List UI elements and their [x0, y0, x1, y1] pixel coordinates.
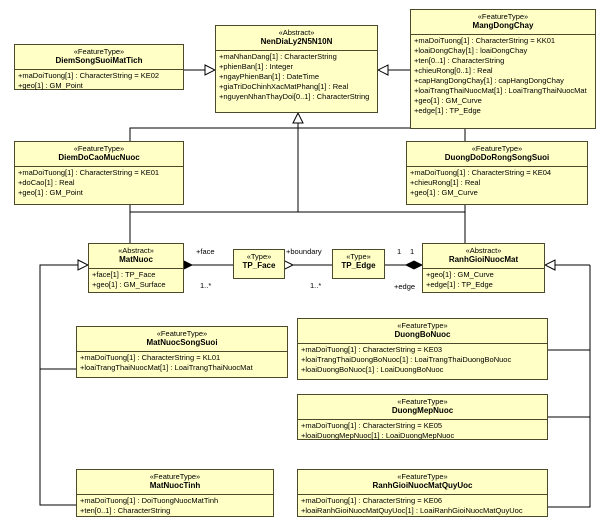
- stereotype: «Abstract»: [465, 246, 502, 255]
- attribute: +capHangDongChay[1] : capHangDongChay: [414, 76, 564, 85]
- attribute: +maDoiTuong[1] : CharacterString = KE04: [410, 168, 552, 177]
- class-diem-do-cao-muc-nuoc: «FeatureType»DiemDoCaoMucNuoc +maDoiTuon…: [14, 141, 184, 205]
- class-tp-face: «Type»TP_Face: [233, 249, 285, 279]
- attribute: +phienBan[1] : Integer: [219, 62, 294, 71]
- stereotype: «FeatureType»: [149, 472, 201, 481]
- attribute: +maDoiTuong[1] : CharacterString = KE05: [301, 421, 443, 430]
- attribute: +geo[1] : GM_Surface: [92, 280, 166, 289]
- stereotype: «FeatureType»: [73, 47, 125, 56]
- attribute: +maNhanDang[1] : CharacterString: [219, 52, 337, 61]
- gen-diemdocao: [129, 127, 298, 141]
- attribute: +chieuRong[1] : Real: [410, 178, 481, 187]
- edge-multiplicity-left: 1: [397, 247, 402, 256]
- attribute: +loaiDuongMepNuoc[1] : LoaiDuongMepNuoc: [301, 431, 455, 440]
- gen-matnuoc-branch: [129, 211, 466, 243]
- class-duong-bo-nuoc: «FeatureType»DuongBoNuoc +maDoiTuong[1] …: [297, 318, 548, 380]
- attribute: +giaTriDoChinhXacMatPhang[1] : Real: [219, 82, 349, 91]
- attribute: +geo[1] : GM_Point: [18, 188, 83, 197]
- stereotype: «Type»: [346, 252, 371, 261]
- attribute: +loaiDongChay[1] : loaiDongChay: [414, 46, 528, 55]
- face-multiplicity-label: 1..*: [200, 281, 212, 290]
- gen-duongdodo: [298, 127, 466, 141]
- class-mang-dong-chay: «FeatureType»MangDongChay +maDoiTuong[1]…: [410, 9, 596, 129]
- class-name: MatNuoc: [119, 255, 153, 264]
- stereotype: «FeatureType»: [397, 472, 448, 481]
- class-name: TP_Edge: [341, 261, 376, 270]
- class-name: DuongBoNuoc: [394, 330, 451, 339]
- attribute: +maDoiTuong[1] : CharacterString = KE06: [301, 496, 443, 505]
- class-name: MatNuocTinh: [149, 481, 201, 490]
- class-duong-do-do-rong-song-suoi: «FeatureType»DuongDoDoRongSongSuoi +maDo…: [406, 141, 588, 205]
- class-name: NenDiaLy2N5N10N: [260, 37, 333, 46]
- stereotype: «Abstract»: [118, 246, 154, 255]
- class-mat-nuoc-song-suoi: «FeatureType»MatNuocSongSuoi +maDoiTuong…: [76, 326, 288, 378]
- class-name: DiemDoCaoMucNuoc: [58, 153, 140, 162]
- stereotype: «FeatureType»: [156, 329, 208, 338]
- attribute: +nguyenNhanThayDoi[0..1] : CharacterStri…: [219, 92, 370, 101]
- attribute: +edge[1] : TP_Edge: [414, 106, 481, 115]
- class-duong-mep-nuoc: «FeatureType»DuongMepNuoc +maDoiTuong[1]…: [297, 394, 548, 440]
- stereotype: «Abstract»: [278, 28, 315, 37]
- class-name: MatNuocSongSuoi: [146, 338, 218, 347]
- edge-multiplicity-right: 1: [410, 247, 415, 256]
- attribute: +geo[1] : GM_Curve: [410, 188, 478, 197]
- stereotype: «FeatureType»: [397, 321, 448, 330]
- attribute: +edge[1] : TP_Edge: [426, 280, 493, 289]
- attribute: +loaiTrangThaiNuocMat[1] : LoaiTrangThai…: [414, 86, 587, 95]
- class-mat-nuoc: «Abstract»MatNuoc +face[1] : TP_Face +ge…: [88, 243, 184, 293]
- boundary-role-label: +boundary: [286, 247, 322, 256]
- class-name: DuongMepNuoc: [391, 406, 454, 415]
- attribute: +maDoiTuong[1] : CharacterString = KE01: [18, 168, 160, 177]
- attribute: +loaiRanhGioiNuocMatQuyUoc[1] : LoaiRanh…: [301, 506, 523, 515]
- face-role-label: +face: [196, 247, 215, 256]
- class-diem-song-suoi-mat-tich: «FeatureType»DiemSongSuoiMatTich +maDoiT…: [14, 44, 184, 90]
- attribute: +chieuRong[0..1] : Real: [414, 66, 493, 75]
- gen-matnuoc-tinh: [39, 369, 76, 506]
- class-ranh-gioi-nuoc-mat: «Abstract»RanhGioiNuocMat +geo[1] : GM_C…: [422, 243, 545, 293]
- gen-ranhgioi-subs: [548, 265, 591, 508]
- attribute: +maDoiTuong[1] : CharacterString = KL01: [80, 353, 221, 362]
- attribute: +loaiDuongBoNuoc[1] : LoaiDuongBoNuoc: [301, 365, 444, 374]
- attribute: +maDoiTuong[1] : DoiTuongNuocMatTinh: [80, 496, 219, 505]
- stereotype: «FeatureType»: [73, 144, 125, 153]
- attribute: +geo[1] : GM_Curve: [426, 270, 494, 279]
- class-ranh-gioi-nuoc-mat-quy-uoc: «FeatureType»RanhGioiNuocMatQuyUoc +maDo…: [297, 469, 548, 517]
- class-name: DuongDoDoRongSongSuoi: [444, 153, 550, 162]
- attribute: +doCao[1] : Real: [18, 178, 75, 187]
- composition-diamond-edge: [404, 260, 424, 270]
- attribute: +maDoiTuong[1] : CharacterString = KK01: [414, 36, 556, 45]
- attribute: +ten[0..1] : CharacterString: [414, 56, 505, 65]
- attribute: +geo[1] : GM_Curve: [414, 96, 482, 105]
- class-mat-nuoc-tinh: «FeatureType»MatNuocTinh +maDoiTuong[1] …: [76, 469, 274, 517]
- stereotype: «Type»: [246, 252, 272, 261]
- attribute: +maDoiTuong[1] : CharacterString = KE02: [18, 71, 160, 80]
- stereotype: «FeatureType»: [471, 144, 523, 153]
- class-nen-dia-ly: «Abstract»NenDiaLy2N5N10N +maNhanDang[1]…: [215, 25, 378, 113]
- stereotype: «FeatureType»: [477, 12, 529, 21]
- boundary-multiplicity-label: 1..*: [310, 281, 322, 290]
- stereotype: «FeatureType»: [397, 397, 448, 406]
- attribute: +face[1] : TP_Face: [92, 270, 156, 279]
- attribute: +loaiTrangThaiDuongBoNuoc[1] : LoaiTrang…: [301, 355, 512, 364]
- gen-matnuoc-subs: [39, 264, 80, 370]
- attribute: +loaiTrangThaiNuocMat[1] : LoaiTrangThai…: [80, 363, 253, 372]
- attribute: +ngayPhienBan[1] : DateTime: [219, 72, 319, 81]
- attribute: +geo[1] : GM_Point: [18, 81, 83, 90]
- attribute: +maDoiTuong[1] : CharacterString = KE03: [301, 345, 443, 354]
- class-tp-edge: «Type»TP_Edge: [332, 249, 385, 279]
- class-name: DiemSongSuoiMatTich: [55, 56, 143, 65]
- class-name: RanhGioiNuocMatQuyUoc: [372, 481, 473, 490]
- class-name: TP_Face: [242, 261, 276, 270]
- edge-role-label: +edge: [394, 282, 416, 291]
- attribute: +ten[0..1] : CharacterString: [80, 506, 171, 515]
- class-name: RanhGioiNuocMat: [448, 255, 519, 264]
- class-name: MangDongChay: [472, 21, 534, 30]
